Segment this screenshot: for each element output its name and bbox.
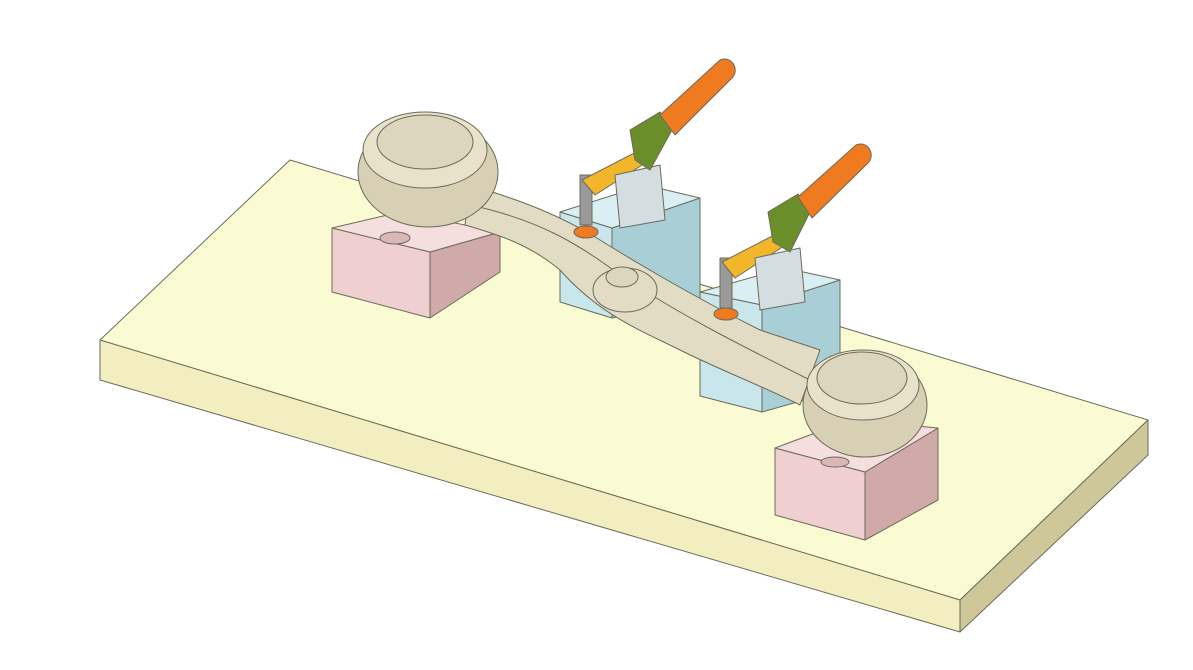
clamp-handle[interactable] [659, 58, 736, 136]
base-plate-side [959, 419, 1149, 633]
toggle-clamp-2[interactable] [713, 143, 872, 321]
toggle-clamp-1[interactable] [573, 58, 736, 239]
clamp-handle[interactable] [797, 143, 872, 219]
clamp-body [629, 111, 673, 171]
link-part[interactable] [357, 111, 928, 458]
clamp-body [767, 193, 811, 253]
clamp-base [754, 247, 806, 311]
clamp-base [614, 164, 666, 229]
